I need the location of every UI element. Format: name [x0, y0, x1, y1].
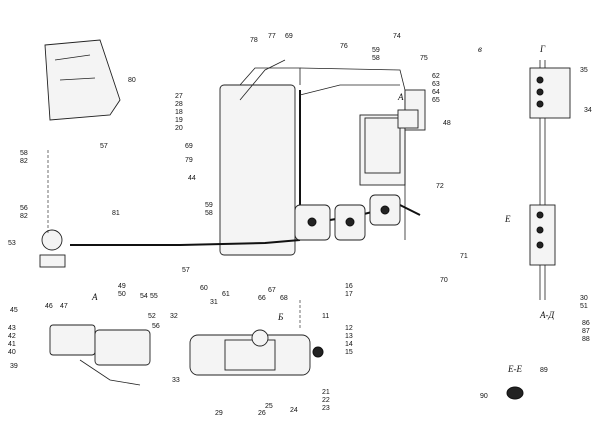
left-connector [39, 229, 66, 268]
section-a-bottom: А [91, 292, 98, 302]
callout: 79 [185, 157, 193, 164]
callout: 32 [170, 313, 178, 320]
callout: 66 [258, 295, 266, 302]
callout: 47 [60, 303, 68, 310]
relay-box [364, 109, 419, 174]
callout: 82 [20, 213, 28, 220]
callout: 81 [112, 210, 120, 217]
callout: 72 [436, 183, 444, 190]
callout: 28 [175, 101, 183, 108]
callout: 35 [580, 67, 588, 74]
callout: 44 [188, 175, 196, 182]
callout: 76 [340, 43, 348, 50]
callout: 26 [258, 410, 266, 417]
callout: 58 [372, 55, 380, 62]
callout: 41 [8, 341, 16, 348]
callout: 60 [200, 285, 208, 292]
callout: 63 [432, 81, 440, 88]
section-g: Г [539, 44, 546, 54]
callout: 86 [582, 320, 590, 327]
dashboard-panel [44, 39, 121, 121]
callout: 67 [268, 287, 276, 294]
callout: 75 [420, 55, 428, 62]
callout: 69 [185, 143, 193, 150]
callout: 61 [222, 291, 230, 298]
callout: 58 [20, 150, 28, 157]
callout: 33 [172, 377, 180, 384]
callout: 74 [393, 33, 401, 40]
callout: 59 [372, 47, 380, 54]
callout: 15 [345, 349, 353, 356]
callout: 56 [152, 323, 160, 330]
callout: 80 [128, 77, 136, 84]
callout: 57 [100, 143, 108, 150]
callout: 31 [210, 299, 218, 306]
callout: 89 [540, 367, 548, 374]
callout: 34 [584, 107, 592, 114]
callout: 48 [443, 120, 451, 127]
bottom-left-module [49, 324, 151, 386]
section-e: Е [504, 214, 511, 224]
callout: 12 [345, 325, 353, 332]
callout: 39 [10, 363, 18, 370]
callout: 53 [8, 240, 16, 247]
callout: 50 [118, 291, 126, 298]
callout: 65 [432, 97, 440, 104]
callout: 52 [148, 313, 156, 320]
callout: 49 [118, 283, 126, 290]
callout: 30 [580, 295, 588, 302]
engine-cluster [294, 194, 401, 241]
callout: 20 [175, 125, 183, 132]
callout: 77 [268, 33, 276, 40]
callout: 17 [345, 291, 353, 298]
callout: 71 [460, 253, 468, 260]
callout: 46 [45, 303, 53, 310]
callout: 16 [345, 283, 353, 290]
section-v: в [478, 44, 482, 54]
callout: 23 [322, 405, 330, 412]
callout: 14 [345, 341, 353, 348]
section-b: Б [277, 312, 284, 322]
callout: 45 [10, 307, 18, 314]
callout: 70 [440, 277, 448, 284]
callout: 64 [432, 89, 440, 96]
callout: 24 [290, 407, 298, 414]
callout: 78 [250, 37, 258, 44]
callouts: 78 77 69 76 75 74 80 57 58 82 56 82 81 5… [8, 33, 592, 417]
callout: 18 [175, 109, 183, 116]
callout: 62 [432, 73, 440, 80]
callout: 19 [175, 117, 183, 124]
callout: 90 [480, 393, 488, 400]
right-strip [529, 60, 571, 300]
section-ee: Е-Е [507, 364, 522, 374]
callout: 51 [580, 303, 588, 310]
section-a-top: А [397, 92, 404, 102]
callout: 55 [150, 293, 158, 300]
callout: 58 [205, 210, 213, 217]
callout: 57 [182, 267, 190, 274]
callout: 56 [20, 205, 28, 212]
detail-ee [506, 386, 524, 400]
callout: 68 [280, 295, 288, 302]
callout: 40 [8, 349, 16, 356]
fuse-block [189, 329, 324, 376]
callout: 27 [175, 93, 183, 100]
callout: 11 [322, 313, 329, 320]
callout: 82 [20, 158, 28, 165]
callout: 29 [215, 410, 223, 417]
section-ad: А-Д [539, 310, 555, 320]
callout: 22 [322, 397, 330, 404]
callout: 43 [8, 325, 16, 332]
callout: 54 [140, 293, 148, 300]
callout: 59 [205, 202, 213, 209]
callout: 13 [345, 333, 353, 340]
callout: 21 [322, 389, 330, 396]
callout: 88 [582, 336, 590, 343]
callout: 25 [265, 403, 273, 410]
callout: 69 [285, 33, 293, 40]
callout: 87 [582, 328, 590, 335]
callout: 42 [8, 333, 16, 340]
